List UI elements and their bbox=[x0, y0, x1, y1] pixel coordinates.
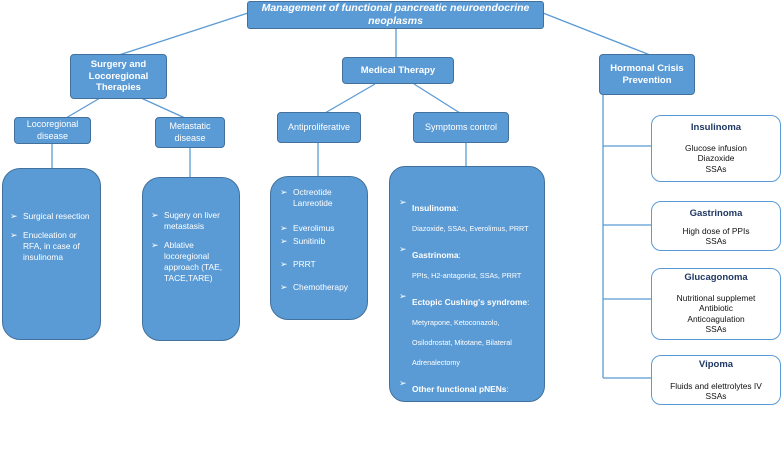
list-item: ➢ PRRT bbox=[280, 259, 348, 270]
symptoms-list-box: ➢Insulinoma:Diazoxide, SSAs, Everolimus,… bbox=[389, 166, 545, 454]
hormonal-box-title: Insulinoma bbox=[690, 122, 742, 133]
node-symptoms-control-label: Symptoms control bbox=[424, 121, 498, 132]
arrow-bullet-icon: ➢ bbox=[399, 378, 407, 388]
hormonal-box-line: Anticoagulation bbox=[687, 313, 745, 324]
list-item: ➢ Sugery on liver metastasis bbox=[151, 210, 234, 232]
list-item: ➢Insulinoma:Diazoxide, SSAs, Everolimus,… bbox=[399, 197, 529, 233]
hormonal-box-line: Nutritional supplemet bbox=[676, 292, 756, 303]
hormonal-box-title: Glucagonoma bbox=[684, 272, 748, 283]
list-item: ➢Ectopic Cushing's syndrome:Metyrapone, … bbox=[399, 291, 530, 367]
node-locoregional-label: Locoregional disease bbox=[26, 119, 79, 141]
list-item-text: Chemotherapy bbox=[293, 281, 348, 292]
node-medical-therapy: Medical Therapy bbox=[342, 57, 454, 84]
symptom-detail: PPIs, H2-antagonist, SSAs, PRRT bbox=[412, 271, 522, 280]
symptom-title: Gastrinoma bbox=[412, 250, 459, 260]
symptom-detail: Diazoxide, SSAs, Everolimus, PRRT bbox=[412, 224, 529, 233]
arrow-bullet-icon: ➢ bbox=[151, 239, 159, 250]
node-metastatic: Metastatic disease bbox=[155, 117, 225, 148]
list-item: ➢ Ablative locoregional approach (TAE, TA… bbox=[151, 240, 234, 284]
hormonal-box-title: Gastrinoma bbox=[689, 208, 743, 219]
symptom-detail: SSAs, Pasireotide, Telotristat ethyl, IF… bbox=[412, 405, 526, 454]
symptom-title: Insulinoma bbox=[412, 203, 457, 213]
hormonal-box-line: Fluids and elettrolytes IV bbox=[670, 380, 762, 391]
list-item: ➢Gastrinoma:PPIs, H2-antagonist, SSAs, P… bbox=[399, 244, 522, 280]
hormonal-box-line: Antibiotic bbox=[699, 303, 733, 314]
connector-medical-antiproliferative bbox=[324, 83, 376, 114]
arrow-bullet-icon: ➢ bbox=[151, 210, 159, 220]
list-item: ➢ Chemotherapy bbox=[280, 282, 348, 293]
connector-medical-symptoms bbox=[413, 83, 461, 114]
list-item: ➢ Everolimus bbox=[280, 223, 348, 234]
arrow-bullet-icon: ➢ bbox=[280, 281, 288, 292]
arrow-bullet-icon: ➢ bbox=[10, 211, 18, 221]
diagram-title: Management of functional pancreatic neur… bbox=[247, 1, 544, 29]
node-antiproliferative: Antiproliferative bbox=[277, 112, 361, 143]
arrow-bullet-icon: ➢ bbox=[280, 222, 288, 233]
arrow-bullet-icon: ➢ bbox=[399, 197, 407, 207]
hormonal-insulinoma-box: Insulinoma Glucose infusion Diazoxide SS… bbox=[651, 115, 781, 182]
hormonal-box-line: Glucose infusion bbox=[685, 142, 747, 153]
list-item-text: PRRT bbox=[293, 258, 316, 269]
node-hormonal-crisis-label: Hormonal Crisis Prevention bbox=[610, 62, 684, 86]
node-surgery-label: Surgery and Locoregional Therapies bbox=[88, 58, 149, 94]
list-item-text: Ablative locoregional approach (TAE, TAC… bbox=[164, 239, 223, 283]
hormonal-box-line: SSAs bbox=[705, 163, 727, 174]
connector-surgery-metastatic bbox=[140, 97, 186, 119]
hormonal-box-line: SSAs bbox=[705, 236, 727, 247]
list-item-text: Lanreotide bbox=[293, 197, 333, 208]
node-locoregional: Locoregional disease bbox=[14, 117, 91, 144]
node-hormonal-crisis: Hormonal Crisis Prevention bbox=[599, 54, 695, 95]
connector-surgery-locoregional bbox=[65, 97, 101, 119]
arrow-bullet-icon: ➢ bbox=[280, 235, 288, 246]
node-medical-therapy-label: Medical Therapy bbox=[360, 64, 436, 76]
hormonal-box-title: Vipoma bbox=[698, 359, 734, 370]
arrow-bullet-icon: ➢ bbox=[399, 244, 407, 254]
list-item-text: Sunitinib bbox=[293, 235, 326, 246]
connector-title-hormonal bbox=[542, 12, 651, 56]
list-item-text: Everolimus bbox=[293, 222, 335, 233]
symptom-title: Ectopic Cushing's syndrome bbox=[412, 297, 528, 307]
node-symptoms-control: Symptoms control bbox=[413, 112, 509, 143]
node-metastatic-label: Metastatic disease bbox=[169, 121, 211, 143]
hormonal-vipoma-box: Vipoma Fluids and elettrolytes IV SSAs bbox=[651, 355, 781, 405]
symptom-detail: Metyrapone, Ketoconazolo, Osilodrostat, … bbox=[412, 318, 512, 367]
hormonal-glucagonoma-box: Glucagonoma Nutritional supplemet Antibi… bbox=[651, 268, 781, 340]
hormonal-gastrinoma-box: Gastrinoma High dose of PPIs SSAs bbox=[651, 201, 781, 251]
hormonal-box-line: High dose of PPIs bbox=[682, 225, 750, 236]
hormonal-box-line: SSAs bbox=[705, 391, 727, 402]
arrow-bullet-icon: ➢ bbox=[280, 187, 288, 197]
locoregional-list-box: ➢ Surgical resection ➢ Enucleation or RFA,… bbox=[2, 168, 101, 340]
list-item: ➢ Surgical resection bbox=[10, 211, 94, 222]
list-item-text: Octreotide bbox=[293, 187, 332, 197]
arrow-bullet-icon: ➢ bbox=[10, 229, 18, 240]
symptom-title: Other functional pNENs bbox=[412, 384, 507, 394]
list-item-text: Surgical resection bbox=[23, 211, 90, 221]
list-item-text: Sugery on liver metastasis bbox=[164, 210, 220, 231]
list-item: ➢Other functional pNENs:SSAs, Pasireotid… bbox=[399, 378, 526, 454]
metastatic-list-box: ➢ Sugery on liver metastasis ➢ Ablative lo… bbox=[142, 177, 240, 341]
list-item: ➢ Sunitinib bbox=[280, 236, 348, 247]
list-item: ➢ Enucleation or RFA, in case of insulino… bbox=[10, 230, 94, 263]
arrow-bullet-icon: ➢ bbox=[280, 258, 288, 269]
hormonal-box-line: Diazoxide bbox=[697, 153, 735, 164]
hormonal-box-line: SSAs bbox=[705, 324, 727, 335]
arrow-bullet-icon: ➢ bbox=[399, 291, 407, 301]
diagram-title-text: Management of functional pancreatic neur… bbox=[261, 1, 530, 27]
connector-title-surgery bbox=[118, 12, 249, 56]
list-item-text: Enucleation or RFA, in case of insulinom… bbox=[23, 229, 80, 262]
node-surgery: Surgery and Locoregional Therapies bbox=[70, 54, 167, 99]
node-antiproliferative-label: Antiproliferative bbox=[287, 121, 351, 132]
